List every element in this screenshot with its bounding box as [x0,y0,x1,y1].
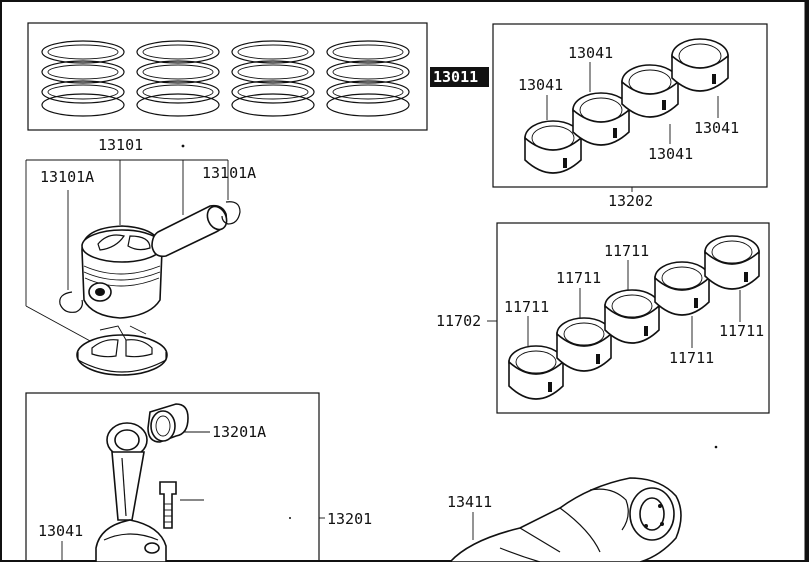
piston-ring-set-group[interactable]: 13011 [27,22,489,131]
conrod-bearing-box [492,23,768,188]
conrod-bearing-set-group[interactable]: 13041 13041 13041 13041 [492,23,768,210]
part-label-11711-b[interactable]: 11711 [556,269,601,287]
scan-dot [714,445,718,449]
part-label-11711-d[interactable]: 11711 [719,322,764,340]
part-label-13101a-right[interactable]: 13101A [202,164,256,182]
conrod-bearing-shells [524,38,729,174]
part-label-13201a[interactable]: 13201A [212,423,266,441]
part-label-13041-left[interactable]: 13041 [518,76,563,94]
piston-pin-clip-left [59,291,83,313]
piston-skirt [76,325,168,376]
part-label-11711-a[interactable]: 11711 [604,242,649,260]
part-label-13201[interactable]: 13201 [327,510,372,528]
part-label-13041-right[interactable]: 13041 [694,119,739,137]
part-label-13041-lower[interactable]: 13041 [38,522,83,540]
main-bearing-box [496,222,770,414]
crankshaft-group[interactable]: 13411 [447,477,682,562]
piston-assembly-group[interactable]: 13101 13101A 13101A [25,136,256,376]
piston-pin-clip-right [221,201,241,225]
part-label-13011-highlight [430,67,489,87]
connecting-rod-box [25,392,320,562]
part-label-13101[interactable]: 13101 [98,136,143,154]
piston-rings [41,40,410,117]
connecting-rod [95,422,167,562]
main-bearing-shells [508,235,760,400]
scan-dot [289,517,291,519]
conrod-bolt [159,481,204,529]
part-label-13202[interactable]: 13202 [608,192,653,210]
part-label-13041-top[interactable]: 13041 [568,44,613,62]
crankshaft [448,477,682,562]
part-label-13101a-left[interactable]: 13101A [40,168,94,186]
part-label-13041-bottom[interactable]: 13041 [648,145,693,163]
part-label-11702[interactable]: 11702 [436,312,481,330]
part-label-11711-c[interactable]: 11711 [504,298,549,316]
connecting-rod-group[interactable]: 13201A 13201 13041 [25,392,372,562]
piston-pin [151,204,228,258]
part-label-13011[interactable]: 13011 [433,68,478,86]
main-bearing-set-group[interactable]: 11711 11711 11711 11711 11711 11702 [436,222,770,414]
piston [81,225,163,319]
piston-ring-box [27,22,428,131]
part-label-11711-e[interactable]: 11711 [669,349,714,367]
conrod-bushing [147,403,189,443]
part-label-13411[interactable]: 13411 [447,493,492,511]
